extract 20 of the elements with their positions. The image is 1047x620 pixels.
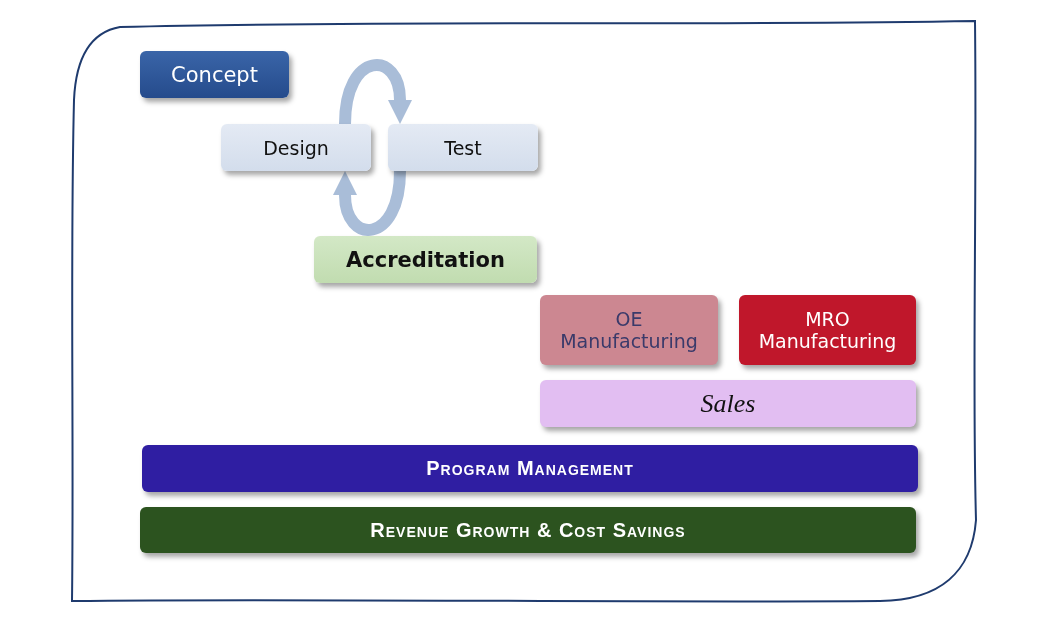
- stage-label: Accreditation: [346, 247, 505, 272]
- stage-box: [221, 124, 371, 171]
- stage-label: Test: [444, 136, 482, 159]
- cycle-arrow: [333, 170, 406, 236]
- stage-bar: [540, 380, 916, 427]
- stage-box: [388, 124, 538, 171]
- stage-label: Revenue Growth & Cost Savings: [370, 518, 686, 542]
- foundation-bar: [140, 507, 916, 553]
- stage-box: [314, 236, 537, 283]
- stage-label: Sales: [700, 388, 756, 419]
- stage-label: OE Manufacturing: [560, 308, 698, 352]
- stage-box: [540, 295, 718, 365]
- stage-box: [140, 51, 289, 98]
- foundation-bar: [142, 445, 918, 492]
- stage-label: Program Management: [426, 457, 634, 480]
- stage-label: Design: [263, 136, 329, 159]
- cycle-arrow: [339, 59, 412, 125]
- stage-box: [739, 295, 916, 365]
- stage-label: Concept: [171, 62, 258, 87]
- stage-label: MRO Manufacturing: [758, 308, 897, 352]
